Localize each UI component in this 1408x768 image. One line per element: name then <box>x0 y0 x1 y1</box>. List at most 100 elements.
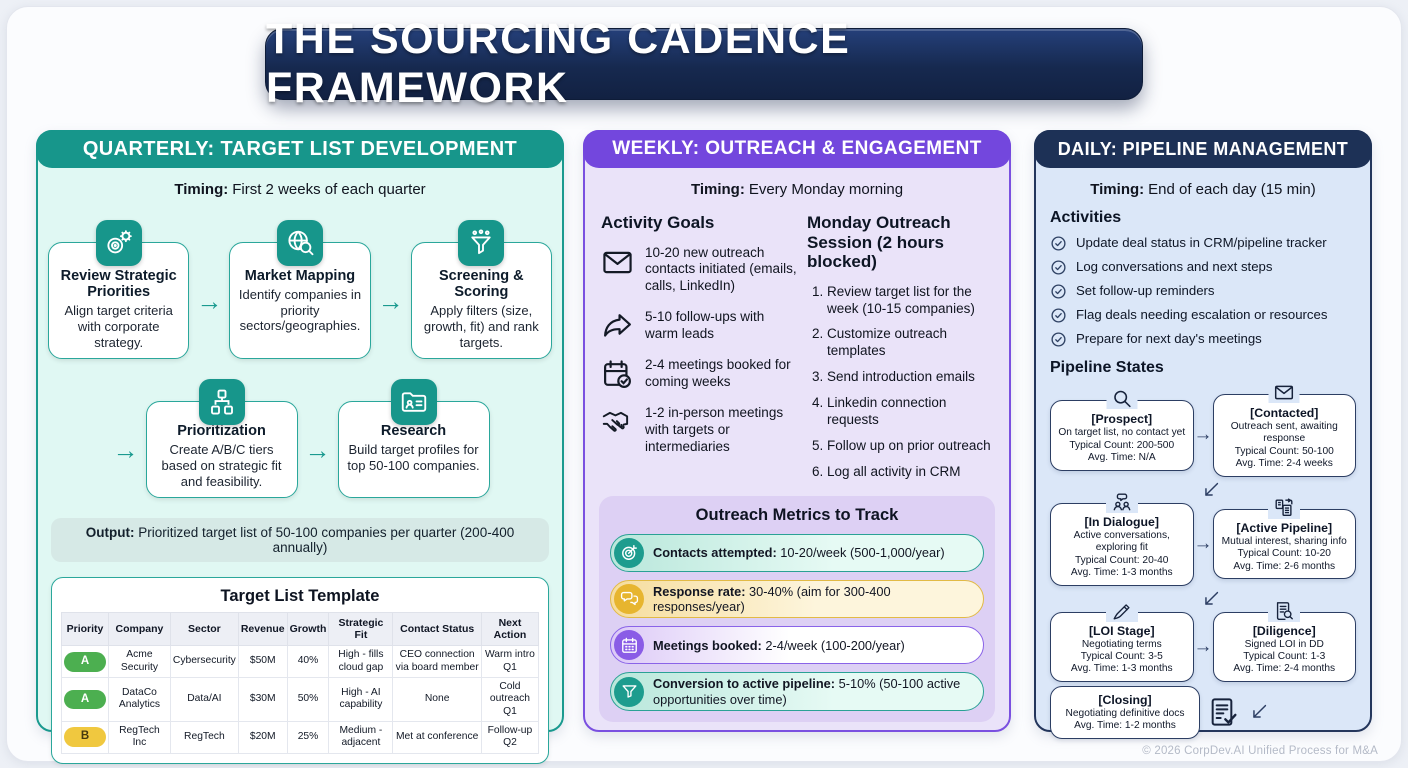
process-row-2: → Prioritization Create A/B/C tiers base… <box>38 379 562 499</box>
timing-value: Every Monday morning <box>748 181 904 198</box>
pen-icon <box>1105 599 1138 622</box>
session-title: Monday Outreach Session (2 hours blocked… <box>807 213 951 272</box>
activity-goals: Activity Goals 10-20 new outreach contac… <box>601 213 799 490</box>
state-card-loi: [LOI Stage] Negotiating terms Typical Co… <box>1050 599 1194 682</box>
col-header: Growth <box>286 612 330 647</box>
outreach-metrics-panel: Outreach Metrics to Track Contacts attem… <box>599 495 995 722</box>
col-header: Next Action <box>480 612 540 647</box>
activities-title: Activities <box>1050 209 1122 226</box>
priority-badge: A <box>64 651 106 672</box>
metric-contacts: Contacts attempted: 10-20/week (500-1,00… <box>610 533 984 572</box>
envelope-icon <box>1268 382 1300 403</box>
timing-label: Timing: <box>1090 181 1145 198</box>
col-header: Strategic Fit <box>328 612 394 647</box>
flow-arrow-icon: → <box>377 285 404 316</box>
daily-timing: Timing:End of each day (15 min) <box>1036 181 1370 198</box>
session-step: Send introduction emails <box>827 369 993 386</box>
metric-meetings: Meetings booked: 2-4/week (100-200/year) <box>610 626 984 665</box>
funnel-sort-icon <box>458 220 505 266</box>
daily-body: Activities Update deal status in CRM/pip… <box>1036 209 1370 739</box>
pipeline-states: [Prospect] On target list, no contact ye… <box>1050 382 1356 739</box>
metrics-title: Outreach Metrics to Track <box>695 505 899 524</box>
weekly-header: WEEKLY: OUTREACH & ENGAGEMENT <box>583 130 1011 168</box>
cell-contact: None <box>392 676 482 722</box>
process-card-title: Market Mapping <box>244 268 356 284</box>
cell-growth: 25% <box>286 720 330 754</box>
table-row: A Acme Security Cybersecurity $50M 40% H… <box>61 645 540 678</box>
globe-search-icon <box>276 220 323 266</box>
cell-contact: CEO connection via board member <box>392 645 482 678</box>
priority-badge: A <box>64 689 106 710</box>
flow-arrow-icon: → <box>1193 424 1213 446</box>
timing-label: Timing: <box>174 181 229 198</box>
cell-company: Acme Security <box>108 645 171 678</box>
timing-value: End of each day (15 min) <box>1148 181 1316 198</box>
session-step: Customize outreach templates <box>827 326 993 360</box>
diagonal-arrow-icon <box>1050 586 1356 612</box>
flow-arrow-icon: → <box>196 285 223 316</box>
table-row: B RegTech Inc RegTech $20M 25% Medium - … <box>61 720 540 754</box>
activity-item: Prepare for next day's meetings <box>1050 331 1356 348</box>
page-title-text: THE SOURCING CADENCE FRAMEWORK <box>266 15 851 112</box>
process-card-prioritization: Prioritization Create A/B/C tiers based … <box>145 379 298 499</box>
handshake-icon <box>601 406 635 439</box>
metric-response-rate: Response rate: 30-40% (aim for 300-400 r… <box>610 579 984 619</box>
process-card-desc: Build target profiles for top 50-100 com… <box>347 442 480 474</box>
col-header: Contact Status <box>392 612 482 647</box>
state-card-active-pipeline: [Active Pipeline] Mutual interest, shari… <box>1212 496 1356 580</box>
process-card-mapping: Market Mapping Identify companies in pri… <box>229 220 371 360</box>
quarterly-header: QUARTERLY: TARGET LIST DEVELOPMENT <box>36 130 564 168</box>
quarterly-output-bar: Output: Prioritized target list of 50-10… <box>51 518 549 563</box>
abc-tiers-icon <box>198 379 245 426</box>
table-header-row: Priority Company Sector Revenue Growth S… <box>61 612 540 647</box>
calendar-check-icon <box>601 358 635 391</box>
pipeline-row-2: [In Dialogue] Active conversations, expl… <box>1050 490 1356 586</box>
goal-item: 5-10 follow-ups with warm leads <box>601 309 799 343</box>
process-card-title: Review Strategic Priorities <box>60 268 177 301</box>
process-card-desc: Apply filters (size, growth, fit) and ra… <box>423 303 539 350</box>
weekly-header-text: WEEKLY: OUTREACH & ENGAGEMENT <box>612 138 982 159</box>
chat-icon <box>614 583 644 614</box>
cell-fit: Medium - adjacent <box>328 720 394 754</box>
page-title: THE SOURCING CADENCE FRAMEWORK <box>265 15 1143 112</box>
daily-column: DAILY: PIPELINE MANAGEMENT Timing:End of… <box>1034 130 1372 739</box>
state-card-prospect: [Prospect] On target list, no contact ye… <box>1050 388 1194 471</box>
activity-item: Flag deals needing escalation or resourc… <box>1050 307 1356 324</box>
cell-growth: 40% <box>286 645 330 678</box>
col-header: Company <box>108 612 171 647</box>
state-card-diligence: [Diligence] Signed LOI in DD Typical Cou… <box>1212 599 1356 682</box>
state-card-closing: [Closing] Negotiating definitive docs Av… <box>1050 685 1200 739</box>
cell-company: RegTech Inc <box>108 720 171 754</box>
process-card-title: Prioritization <box>177 423 266 440</box>
goal-item: 2-4 meetings booked for coming weeks <box>601 357 799 391</box>
state-card-in-dialogue: [In Dialogue] Active conversations, expl… <box>1050 490 1194 586</box>
activity-item: Log conversations and next steps <box>1050 259 1356 276</box>
cell-revenue: $50M <box>237 645 288 678</box>
timing-label: Timing: <box>690 181 745 198</box>
cell-sector: RegTech <box>169 720 239 754</box>
pipeline-row-3: [LOI Stage] Negotiating terms Typical Co… <box>1050 599 1356 682</box>
weekly-column: WEEKLY: OUTREACH & ENGAGEMENT Timing:Eve… <box>583 130 1011 732</box>
check-circle-icon <box>1050 235 1067 252</box>
process-card-desc: Align target criteria with corporate str… <box>64 303 173 350</box>
check-circle-icon <box>1050 259 1067 276</box>
weekly-timing: Timing:Every Monday morning <box>585 181 1009 198</box>
process-card-research: Research Build target profiles for top 5… <box>337 379 490 499</box>
col-header: Priority <box>61 612 109 647</box>
output-value: Prioritized target list of 50-100 compan… <box>138 525 515 556</box>
monday-outreach-session: Monday Outreach Session (2 hours blocked… <box>807 213 993 490</box>
cell-sector: Cybersecurity <box>169 645 239 678</box>
magnifier-icon <box>1106 388 1138 410</box>
daily-header-text: DAILY: PIPELINE MANAGEMENT <box>1057 138 1349 159</box>
target-gear-icon <box>95 220 142 266</box>
quarterly-timing: Timing:First 2 weeks of each quarter <box>38 181 562 198</box>
quarterly-column: QUARTERLY: TARGET LIST DEVELOPMENT Timin… <box>36 130 564 764</box>
pipeline-row-1: [Prospect] On target list, no contact ye… <box>1050 382 1356 477</box>
process-card-screening: Screening & Scoring Apply filters (size,… <box>410 220 552 360</box>
process-row-1: Review Strategic Priorities Align target… <box>38 220 562 360</box>
copyright-text: © 2026 CorpDev.AI Unified Process for M&… <box>1142 745 1378 757</box>
weekly-body: Activity Goals 10-20 new outreach contac… <box>585 198 1009 490</box>
timing-value: First 2 weeks of each quarter <box>232 181 426 198</box>
priority-badge: B <box>64 727 106 748</box>
process-card-title: Screening & Scoring <box>439 268 524 301</box>
